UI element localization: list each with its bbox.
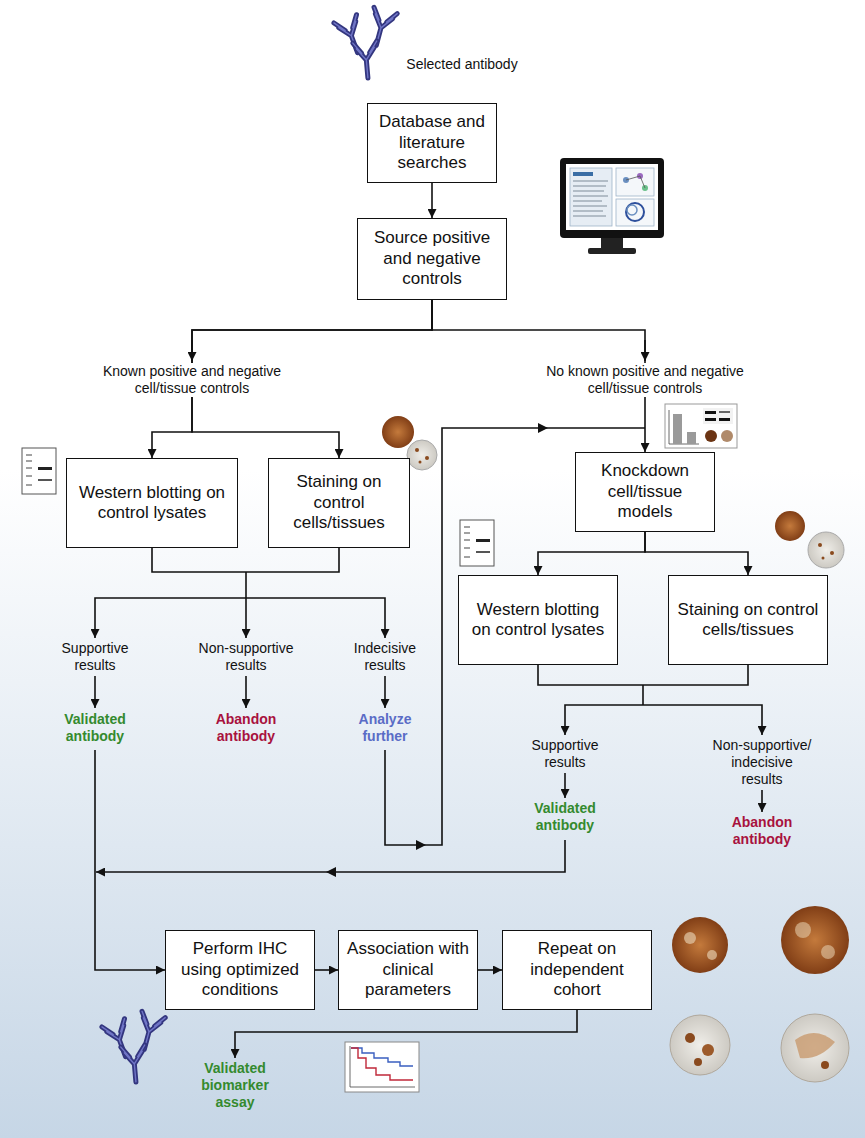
arrow-line (565, 705, 643, 735)
arrowhead (538, 423, 548, 433)
decision-result: Validated antibody (523, 800, 608, 834)
connector (538, 532, 645, 575)
merge-line (152, 548, 339, 572)
arrow-line (643, 705, 762, 735)
decision-result: Abandon antibody (204, 711, 289, 745)
decision-result: Validated antibody (53, 711, 138, 745)
decision-result: Analyze further (345, 711, 425, 745)
branch-label: Known positive and negative cell/tissue … (85, 363, 300, 397)
process-box: Repeat on independent cohort (502, 930, 652, 1010)
arrowhead (416, 840, 426, 850)
process-box: Database and literature searches (367, 103, 497, 183)
arrow-line (95, 750, 165, 970)
survival-plot-icon (345, 1042, 419, 1092)
monitor-icon (560, 158, 664, 254)
gel-icon (22, 448, 56, 494)
gel-icon (460, 520, 494, 566)
process-box: Knockdown cell/tissue models (575, 452, 715, 532)
connector (478, 969, 502, 971)
outcome-label: Supportive results (520, 737, 610, 771)
arrow-line (235, 1010, 577, 1058)
connector (645, 532, 748, 575)
outcome-label: Non-supportive/ indecisive results (709, 737, 815, 788)
merge-line (642, 685, 644, 705)
arrow-line (246, 598, 385, 638)
outcome-label: Non-supportive results (191, 640, 301, 674)
box-text: Knockdown cell/tissue models (582, 461, 708, 522)
process-box: Perform IHC using optimized conditions (165, 930, 315, 1010)
box-text: Staining on control cells/tissues (275, 472, 403, 533)
arrow-line (245, 676, 247, 708)
box-text: Source positive and negative controls (364, 228, 500, 289)
arrow-line (564, 773, 566, 798)
arrow-line (245, 598, 247, 638)
arrow-line (94, 676, 96, 708)
box-text: Western blotting on control lysates (465, 600, 611, 641)
process-box: Staining on control cells/tissues (668, 575, 828, 665)
box-text: Repeat on independent cohort (509, 939, 645, 1000)
box-text: Western blotting on control lysates (73, 483, 231, 524)
arrow-line (96, 840, 565, 872)
decision-result: Abandon antibody (720, 814, 805, 848)
branch-label: No known positive and negative cell/tiss… (533, 363, 758, 397)
process-box: Association with clinical parameters (338, 930, 478, 1010)
connector (315, 969, 338, 971)
box-text: Association with clinical parameters (345, 939, 471, 1000)
antibody-icon (334, 7, 397, 79)
antibody-icon (102, 1011, 165, 1083)
arrow-line (761, 790, 763, 812)
connector (431, 183, 433, 218)
flow-lines (95, 340, 762, 1058)
merge-line (245, 572, 247, 598)
box-text: Database and literature searches (374, 112, 490, 173)
final-result: Validated biomarker assay (193, 1060, 278, 1111)
arrowhead (326, 867, 336, 877)
arrow-line (384, 676, 386, 708)
annotation: Selected antibody (397, 56, 527, 73)
process-box: Source positive and negative controls (357, 218, 507, 300)
process-box: Western blotting on control lysates (458, 575, 618, 665)
arrow-line (95, 598, 246, 638)
process-box: Staining on control cells/tissues (268, 458, 410, 548)
box-text: Perform IHC using optimized conditions (172, 939, 308, 1000)
box-text: Staining on control cells/tissues (675, 600, 821, 641)
knockdown-panel-icon (665, 404, 737, 448)
tissue-core-icon (670, 906, 849, 1082)
tissue-icon (775, 511, 844, 568)
outcome-label: Supportive results (50, 640, 140, 674)
outcome-label: Indecisive results (343, 640, 428, 674)
merge-line (538, 665, 748, 685)
process-box: Western blotting on control lysates (66, 458, 238, 548)
